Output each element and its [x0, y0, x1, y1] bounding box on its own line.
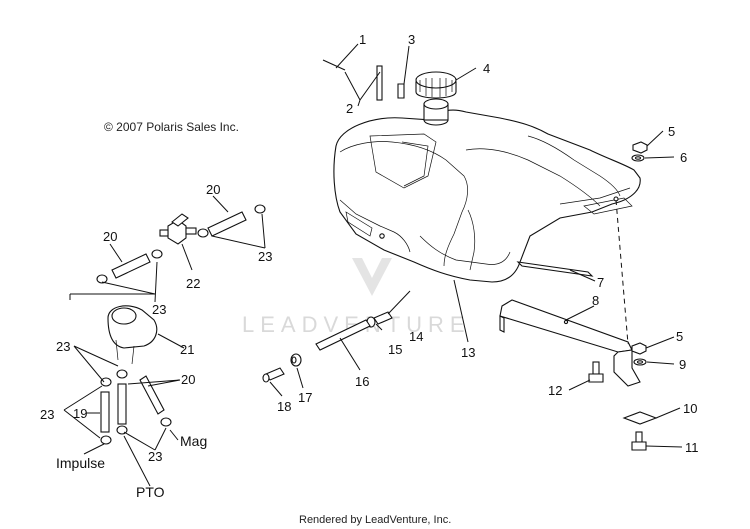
callout-11: 11 [685, 440, 699, 455]
callout-19: 19 [73, 406, 87, 421]
label-pto: PTO [136, 484, 165, 500]
callout-14: 14 [409, 329, 423, 344]
callout-3: 3 [408, 32, 415, 47]
nut-washer-top [631, 141, 648, 162]
callout-17: 17 [298, 390, 312, 405]
callout-13: 13 [461, 345, 475, 360]
callout-21: 21 [180, 342, 194, 357]
callout-23-d: 23 [40, 407, 54, 422]
callout-22: 22 [186, 276, 200, 291]
bolt-11 [631, 431, 647, 451]
callout-23-e: 23 [148, 449, 162, 464]
label-impulse: Impulse [56, 455, 105, 471]
fuel-pump [107, 305, 158, 365]
callout-2: 2 [346, 101, 353, 116]
callout-1: 1 [359, 32, 366, 47]
fuel-line-assembly [262, 311, 393, 383]
callout-15: 15 [388, 342, 402, 357]
pad-strip [516, 261, 594, 277]
nut-washer-bottom [631, 342, 647, 366]
callout-5-top: 5 [668, 124, 675, 139]
fuel-cap [415, 71, 457, 126]
callout-16: 16 [355, 374, 369, 389]
label-mag: Mag [180, 433, 207, 449]
callout-10: 10 [683, 401, 697, 416]
callout-23-a: 23 [258, 249, 272, 264]
footer-credit: Rendered by LeadVenture, Inc. [299, 514, 451, 526]
callout-23-c: 23 [56, 339, 70, 354]
vent-parts [322, 59, 405, 101]
callout-9: 9 [679, 357, 686, 372]
leader-lines [63, 43, 683, 487]
callout-20-left: 20 [103, 229, 117, 244]
callout-8: 8 [592, 293, 599, 308]
callout-18: 18 [277, 399, 291, 414]
pad [622, 411, 658, 425]
callout-4: 4 [483, 61, 490, 76]
callout-12: 12 [548, 383, 562, 398]
callout-6: 6 [680, 150, 687, 165]
callout-5-bottom: 5 [676, 329, 683, 344]
fuel-tank [333, 109, 641, 283]
tank-bracket [499, 299, 641, 387]
callout-numbers: 1 2 3 4 5 6 7 8 5 9 10 11 12 13 14 15 16… [40, 32, 699, 500]
bolt-12 [588, 361, 604, 383]
callout-20-mid: 20 [181, 372, 195, 387]
fuel-valve-assembly [96, 204, 266, 284]
callout-23-b: 23 [152, 302, 166, 317]
copyright-text: © 2007 Polaris Sales Inc. [104, 120, 239, 134]
callout-20-top: 20 [206, 182, 220, 197]
callout-7: 7 [597, 275, 604, 290]
